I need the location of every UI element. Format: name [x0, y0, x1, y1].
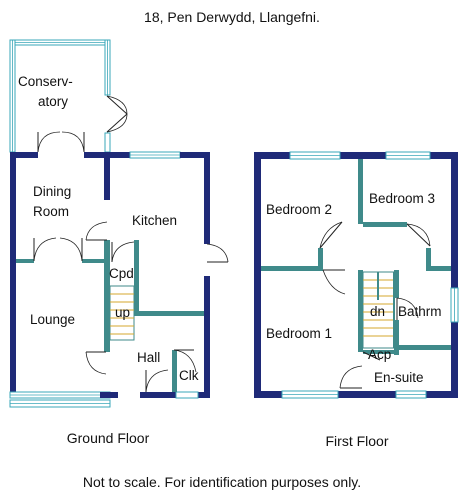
room-label-bathroom: Bathrm — [398, 304, 442, 319]
room-label-conservatory-2: atory — [38, 94, 68, 109]
first-outer-walls — [254, 151, 459, 399]
room-label-cloakroom: Clk — [179, 368, 199, 383]
plan-title: 18, Pen Derwydd, Llangefni. — [144, 9, 320, 25]
kitchen-door — [85, 221, 108, 241]
kitchen-side-door — [206, 243, 229, 263]
first-floor-plan: Bedroom 2 Bedroom 3 Bedroom 1 dn Bathrm … — [254, 151, 459, 399]
room-label-bedroom1: Bedroom 1 — [266, 326, 332, 341]
ensuite-door — [339, 365, 363, 389]
room-label-ensuite: En-suite — [374, 370, 424, 385]
ground-stairs — [109, 285, 135, 341]
bedroom1-door — [322, 269, 346, 295]
lounge-double-doors — [33, 237, 83, 262]
room-label-cupboard: Cpd — [109, 266, 134, 281]
cloakroom-door — [173, 349, 197, 373]
room-label-dining-2: Room — [33, 204, 69, 219]
cupboard-door — [111, 241, 135, 263]
ground-outer-walls — [9, 151, 210, 408]
ground-inner-walls — [16, 240, 204, 392]
bedroom2-door — [319, 221, 343, 249]
first-floor-caption: First Floor — [326, 433, 389, 449]
front-door — [145, 369, 169, 393]
dining-french-doors — [37, 131, 85, 153]
bedroom3-door — [406, 223, 431, 247]
stairs-label-dn: dn — [370, 304, 385, 319]
room-label-airing-cupboard: Acp — [368, 347, 391, 362]
stairs-label-up: up — [115, 305, 130, 320]
ground-floor-plan: Conserv- atory Dining Room Kitchen Cpd u… — [9, 39, 229, 408]
first-stairs — [362, 271, 395, 349]
disclaimer: Not to scale. For identification purpose… — [83, 474, 361, 490]
airing-cupboard-door — [362, 351, 381, 361]
room-label-kitchen: Kitchen — [132, 213, 177, 228]
room-label-lounge: Lounge — [30, 312, 75, 327]
first-inner-walls — [261, 159, 451, 355]
room-label-bedroom3: Bedroom 3 — [369, 191, 435, 206]
conservatory-side-doors — [106, 95, 128, 133]
bathroom-door — [396, 297, 419, 320]
room-label-dining: Dining — [33, 184, 71, 199]
room-label-conservatory: Conserv- — [18, 74, 73, 89]
room-label-bedroom2: Bedroom 2 — [266, 202, 332, 217]
ground-floor-caption: Ground Floor — [67, 430, 150, 446]
hall-door — [85, 351, 107, 375]
room-label-hall: Hall — [137, 350, 160, 365]
